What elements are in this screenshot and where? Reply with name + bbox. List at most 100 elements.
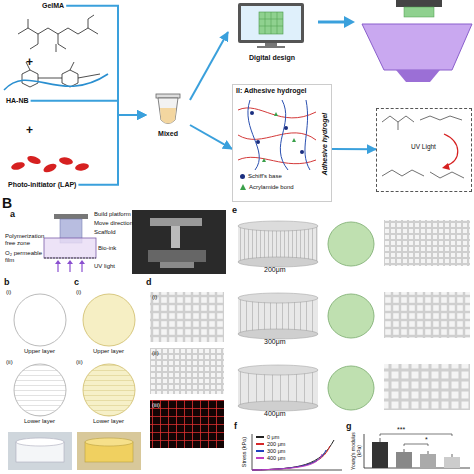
- figure-shape: [238, 226, 318, 262]
- figure-shape: [69, 263, 70, 272]
- figure-label: d: [146, 278, 152, 288]
- figure-shape: [259, 12, 283, 34]
- node-box: GelMA: [40, 1, 66, 11]
- flow-arrow: [190, 32, 228, 100]
- figure-shape: [58, 156, 73, 165]
- figure-shape: [55, 260, 61, 264]
- figure-shape: [57, 263, 58, 272]
- figure-shape: [171, 226, 180, 248]
- scaffold-photos-b: [8, 294, 72, 470]
- legend-text: 200 μm: [267, 441, 285, 447]
- figure-shape: [364, 434, 470, 468]
- node-text: HA-NB: [6, 97, 29, 105]
- node-text: GelMA: [42, 2, 64, 10]
- figure-shape: [362, 24, 472, 70]
- legend-text: 400 μm: [267, 455, 285, 461]
- figure-label: 300μm: [264, 338, 286, 346]
- figure-shape: [30, 34, 38, 49]
- ha-nb-molecule: [4, 62, 108, 90]
- figure-shape: [70, 62, 74, 70]
- figure-shape: [85, 438, 133, 446]
- figure-shape: [444, 457, 460, 468]
- figure-label: (ii): [152, 350, 159, 357]
- figure-shape: [8, 432, 72, 470]
- figure-label: 400μm: [264, 410, 286, 418]
- printer-vat: [362, 0, 472, 82]
- node-text: Photo-initiator (LAP): [8, 181, 76, 189]
- figure-label: e: [232, 206, 237, 216]
- legend-item: 400 μm: [256, 455, 285, 461]
- figure-shape: [404, 7, 434, 17]
- figure-shape: [67, 260, 73, 264]
- legend-swatch: [256, 450, 264, 452]
- figure-shape: [318, 21, 346, 24]
- figure-shape: [54, 214, 88, 219]
- figure-label: g: [346, 422, 352, 432]
- legend-item: Acrylamide bond: [240, 184, 294, 191]
- figure-shape: [257, 46, 285, 48]
- figure-shape: [382, 170, 424, 176]
- node-box: UV Light: [376, 108, 472, 192]
- figure-shape: [328, 222, 374, 266]
- figure-shape: [238, 133, 316, 140]
- flow-arrow: [66, 6, 146, 115]
- node-text: Adhesive hydrogel: [321, 113, 329, 176]
- figure-shape: [252, 440, 334, 470]
- monitor-icon: [238, 3, 304, 48]
- figure-shape: [26, 154, 42, 165]
- legend-item: 0 μm: [256, 434, 279, 440]
- figure-label: ***: [397, 426, 405, 434]
- figure-shape: [4, 74, 108, 90]
- figure-shape: [252, 446, 330, 470]
- figure-shape: [396, 452, 412, 468]
- printer-photo: [132, 210, 226, 274]
- node-box: Digital design: [228, 0, 316, 64]
- figure-shape: [58, 263, 82, 272]
- figure-shape: [132, 210, 226, 274]
- figure-shape: [78, 74, 100, 78]
- stress-chart: [252, 434, 342, 470]
- figure-label: Lower layer: [93, 418, 124, 425]
- legend-item: 300 μm: [256, 448, 285, 454]
- legend-text: Acrylamide bond: [249, 184, 294, 191]
- figure-shape: [238, 3, 304, 43]
- legend-swatch: [256, 443, 264, 445]
- figure-shape: [16, 438, 64, 446]
- figure-shape: [79, 260, 85, 264]
- flow-arrow: [332, 148, 376, 150]
- legend-text: Schiff's base: [248, 173, 282, 180]
- figure-shape: [160, 262, 194, 268]
- legend-text: 300 μm: [267, 448, 285, 454]
- figure-shape: [238, 365, 318, 375]
- process-arrow: [318, 16, 355, 28]
- figure-shape: [238, 157, 316, 163]
- figure-shape: [380, 438, 452, 457]
- figure-shape: [88, 15, 94, 28]
- figure-shape: [38, 78, 62, 79]
- figure-label: (i): [152, 294, 157, 301]
- lap-particles: [10, 154, 89, 174]
- figure-label: (i): [76, 289, 81, 296]
- flow-arrow: [190, 125, 232, 149]
- legend-text: 0 μm: [267, 434, 279, 440]
- figure-label: +: [26, 124, 33, 137]
- figure-shape: [396, 0, 442, 7]
- figure-shape: [81, 263, 82, 272]
- figure-shape: [430, 172, 464, 178]
- figure-shape: [56, 44, 57, 52]
- figure-label: (ii): [76, 359, 83, 366]
- figure-shape: [238, 370, 318, 406]
- figure-shape: [344, 16, 355, 28]
- figure-shape: [328, 294, 374, 338]
- figure-shape: [238, 221, 318, 231]
- figure-label: +: [26, 56, 33, 69]
- node-text: Digital design: [249, 54, 295, 62]
- legend-item: 200 μm: [256, 441, 285, 447]
- figure-shape: [372, 442, 388, 468]
- figure-shape: [248, 100, 259, 170]
- figure-shape: [158, 98, 178, 124]
- legend-swatch: [240, 174, 245, 179]
- figure-shape: [252, 450, 326, 470]
